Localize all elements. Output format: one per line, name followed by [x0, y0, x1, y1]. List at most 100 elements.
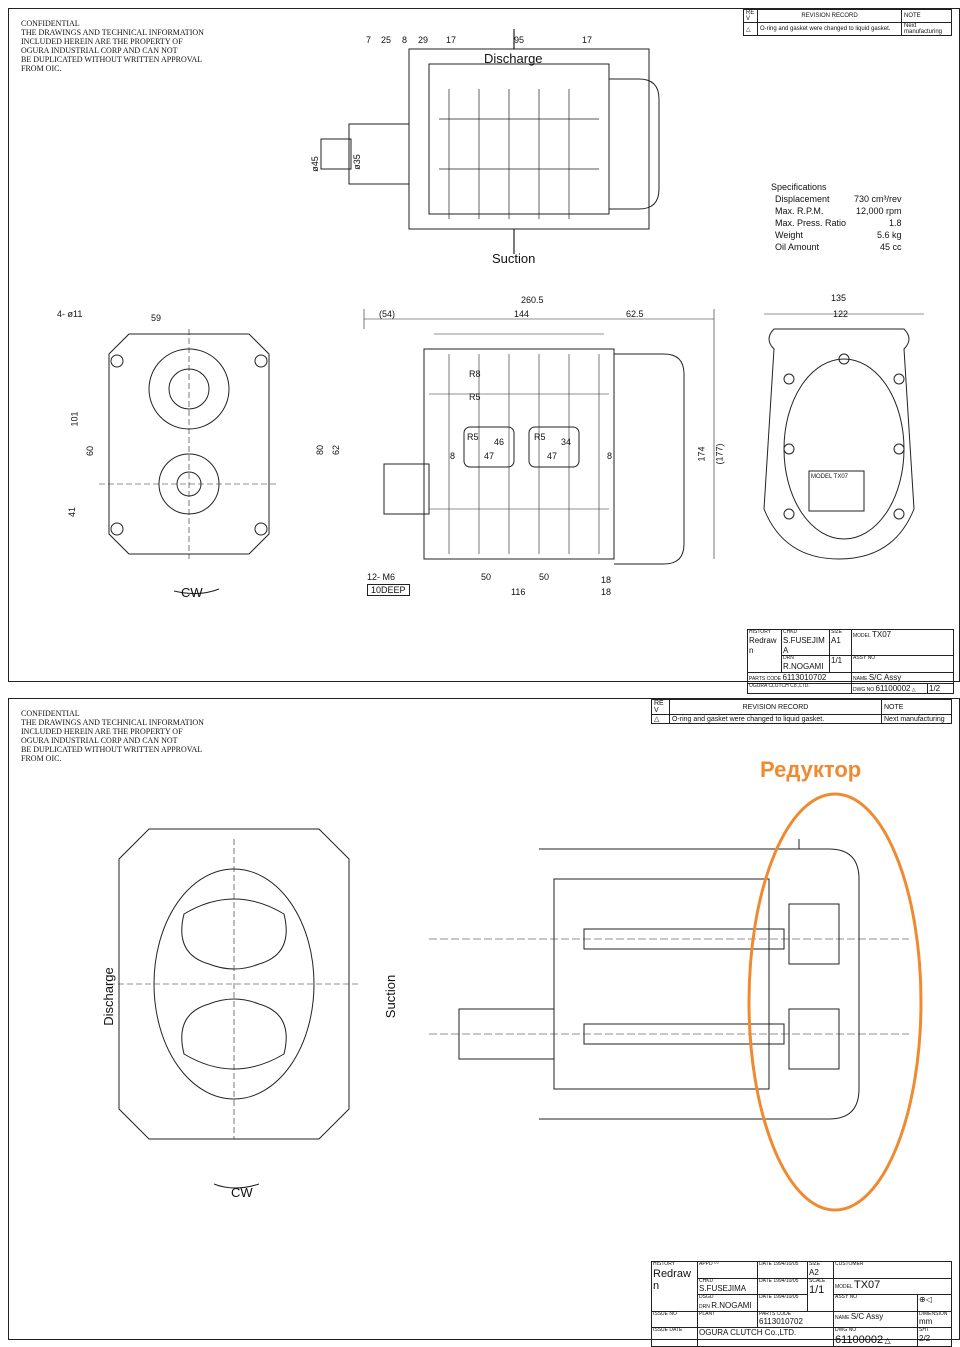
name-label: NAME: [853, 675, 868, 682]
model-label: MODEL: [835, 1283, 853, 1290]
dwg-no: 61100002: [835, 1333, 884, 1346]
dim-label: 260.5: [521, 295, 544, 305]
part-name: S/C Assy: [868, 672, 902, 682]
parts-code: 6113010702: [759, 1317, 803, 1327]
spec-value: 12,000 rpm: [856, 206, 902, 216]
dim-label: 46: [494, 437, 505, 447]
dim-label: 34: [561, 437, 572, 447]
cw-label: CW: [231, 1185, 253, 1200]
front-view-body: [108, 333, 270, 555]
dim-label: 50: [481, 572, 492, 582]
size-label: SIZE: [809, 1261, 821, 1267]
spec-value: 5.6 kg: [877, 230, 902, 240]
nameplate: MODEL TX07: [811, 474, 849, 480]
dim-label: R5: [467, 432, 479, 442]
approver-signature-icon: 〰: [714, 1261, 720, 1267]
drn-label: DRN: [699, 1303, 710, 1310]
issue-no-label: ISSUE NO: [651, 1310, 698, 1328]
dim-label: 18: [601, 587, 612, 597]
spec-label: Max. R.P.M.: [775, 206, 824, 216]
revision-note: Next manufacturing: [901, 22, 952, 36]
suction-label: Suction: [383, 974, 399, 1019]
appd-label: APPD: [699, 1261, 713, 1267]
date: 1994/10/05: [773, 1277, 799, 1284]
dim-label: 80: [315, 444, 326, 456]
dim-label: 7: [366, 35, 372, 45]
dwg-no: 61100002: [875, 683, 911, 693]
dim-label: 47: [484, 451, 495, 461]
drn-label: DRN: [783, 655, 794, 662]
date-label: DATE: [759, 1261, 772, 1267]
supercharger-orthographic-views: [99, 29, 924, 595]
reducer-annotation: Редуктор: [760, 757, 862, 782]
dim-label: 10DEEP: [367, 584, 410, 596]
dim-label: 8: [607, 451, 613, 461]
spec-label: Oil Amount: [775, 242, 820, 252]
scale-label: SCALE: [809, 1277, 826, 1284]
dim-label: 60: [85, 445, 96, 457]
rotor-section-view: [553, 878, 770, 1090]
sheet-number: 2/2: [919, 1333, 931, 1343]
dim-label: 101: [69, 411, 80, 427]
revision-triangle-icon: △: [884, 1335, 891, 1345]
dim-label: 29: [418, 35, 429, 45]
history: Redrawn: [653, 1267, 691, 1293]
checker: S.FUSEJIMA: [699, 1284, 747, 1294]
suction-label: Suction: [492, 251, 536, 266]
dim-label: ø45: [309, 156, 320, 172]
history: Redrawn: [749, 635, 777, 655]
size: A2: [809, 1267, 819, 1277]
spec-value: 45 cc: [880, 242, 902, 252]
dim-label: 135: [831, 293, 847, 303]
scale: 1/1: [829, 655, 852, 673]
customer-label: CUSTOMER: [833, 1261, 952, 1279]
checker: S.FUSEJIMA: [783, 635, 825, 655]
dim-label: 4- ø11: [57, 309, 83, 319]
sheet-number: 1/2: [927, 682, 954, 695]
dim-label: R8: [469, 369, 481, 379]
revision-text: O-ring and gasket were changed to liquid…: [757, 22, 902, 36]
dim-label: 122: [833, 309, 849, 319]
dim-label: 17: [446, 35, 457, 45]
dim-label: R5: [469, 392, 481, 402]
date-label: DATE: [759, 1277, 772, 1284]
spec-value: 730 cm³/rev: [854, 194, 902, 204]
dim-label: 17: [582, 35, 593, 45]
dwg-label: DWG NO: [853, 686, 875, 693]
dim-label: 144: [514, 309, 530, 319]
history-label: HISTORY: [749, 629, 772, 635]
rear-view-body: [763, 328, 915, 560]
spec-label: Weight: [775, 230, 803, 240]
drawer: R.NOGAMI: [783, 662, 824, 671]
rotor-housing-view: [118, 828, 350, 1140]
dimension-label: DIMENSION: [919, 1310, 948, 1317]
dim-label: 25: [381, 35, 392, 45]
top-view-body: [408, 48, 650, 230]
spec-title: Specifications: [771, 182, 827, 192]
dim-label: (177): [714, 443, 725, 465]
scale: 1/1: [809, 1284, 825, 1297]
model: TX07: [872, 630, 892, 639]
spec-label: Max. Press. Ratio: [775, 218, 847, 228]
dim-label: 62: [331, 444, 342, 456]
dim-label: 59: [151, 313, 162, 323]
drawing-sheet-2: CONFIDENTIAL THE DRAWINGS AND TECHNICAL …: [8, 698, 960, 1347]
dim-label: 62.5: [626, 309, 644, 319]
dim-label: (54): [379, 309, 396, 319]
part-name: S/C Assy: [850, 1311, 884, 1321]
dim-label: 8: [402, 35, 408, 45]
discharge-label: Discharge: [484, 51, 543, 66]
parts-code-label: PARTS CODE: [759, 1310, 792, 1317]
dim-label: 8: [450, 451, 456, 461]
spec-value: 1.8: [889, 218, 902, 228]
parts-code-label: PARTS CODE: [749, 675, 782, 682]
parts-code: 6113010702: [782, 672, 827, 682]
side-view-body: [423, 348, 615, 560]
drawing-sheet-1: CONFIDENTIAL THE DRAWINGS AND TECHNICAL …: [8, 8, 960, 695]
plant-label: PLANT: [697, 1310, 758, 1328]
